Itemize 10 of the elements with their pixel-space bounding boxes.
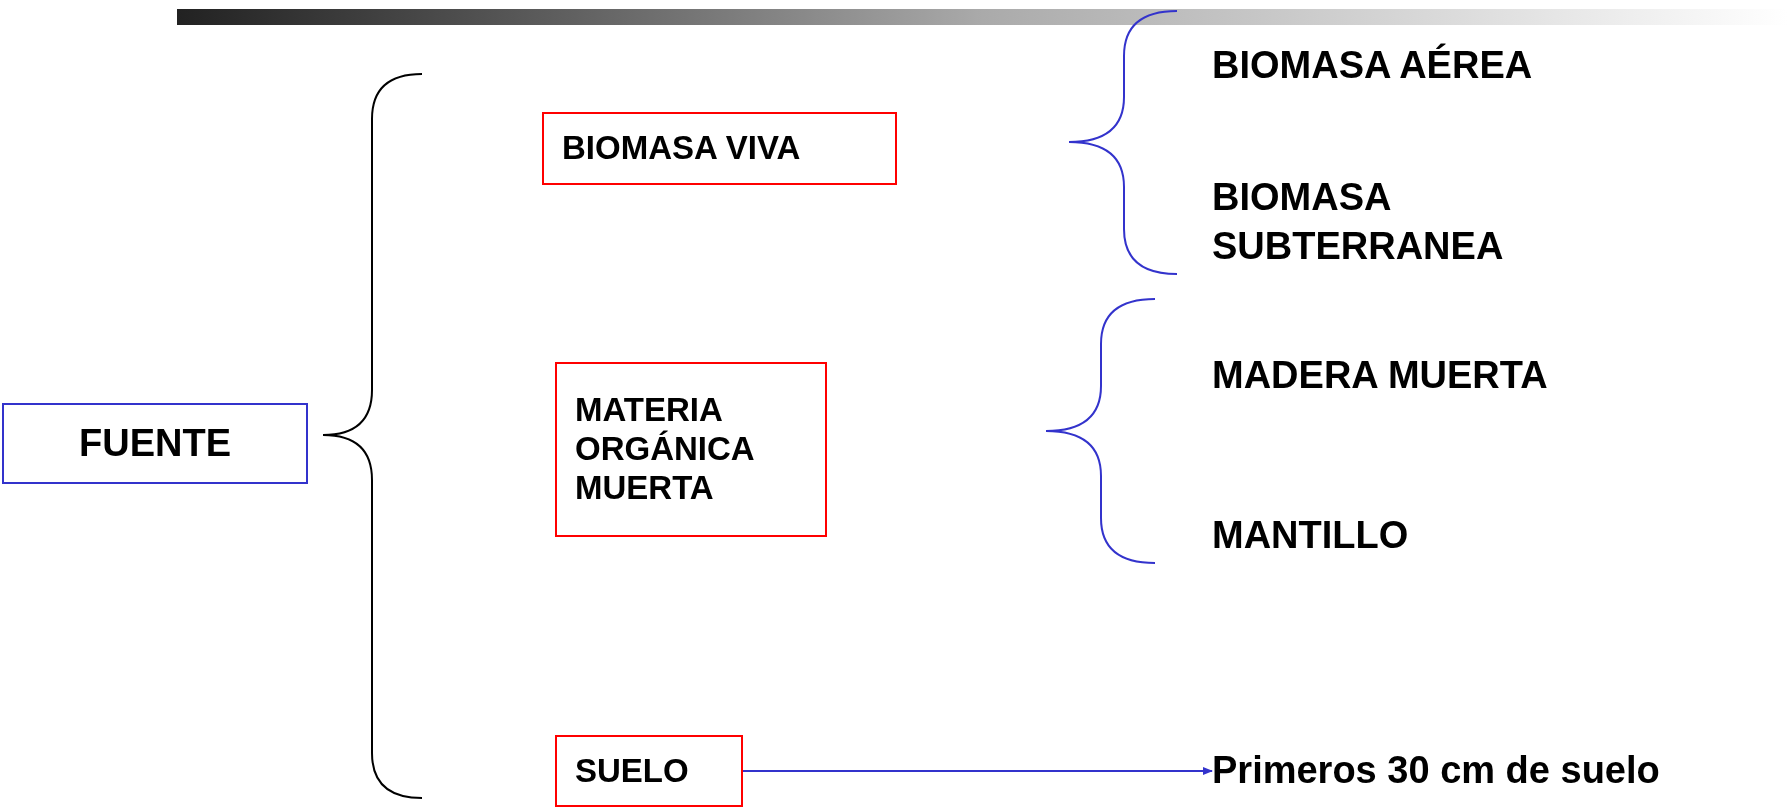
category-box: SUELO xyxy=(555,735,743,807)
category-box: FUENTE xyxy=(2,403,308,484)
category-box: MATERIA ORGÁNICA MUERTA xyxy=(555,362,827,537)
arrow xyxy=(742,767,1213,775)
category-label: MADERA MUERTA xyxy=(1212,350,1672,402)
category-label: BIOMASA AÉREA xyxy=(1212,40,1632,92)
category-label: MANTILLO xyxy=(1212,510,1632,562)
category-box: BIOMASA VIVA xyxy=(542,112,897,185)
category-label: Primeros 30 cm de suelo xyxy=(1212,745,1782,797)
category-label: BIOMASA SUBTERRANEA xyxy=(1212,167,1632,277)
